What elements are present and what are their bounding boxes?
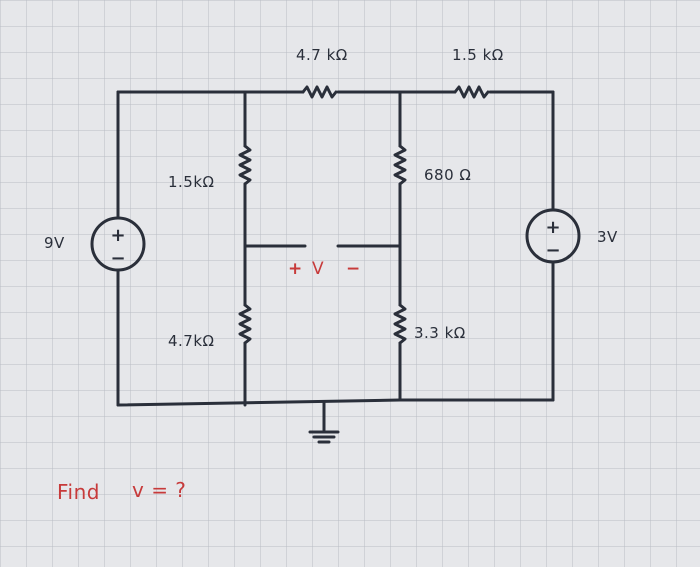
label-resistor-left-upper: 1.5kΩ <box>168 173 215 191</box>
label-resistor-left-lower: 4.7kΩ <box>168 332 215 350</box>
source-9v <box>90 216 146 272</box>
resistor-left-upper <box>238 144 252 186</box>
resistor-top-left <box>301 85 338 99</box>
source-3v <box>525 208 581 264</box>
label-resistor-right-lower: 3.3 kΩ <box>414 324 466 342</box>
question-expression: v = ? <box>132 478 187 502</box>
source-9v-minus: − <box>110 248 125 269</box>
question-find: Find <box>57 480 100 504</box>
resistor-right-upper <box>393 144 407 186</box>
label-resistor-top-right: 1.5 kΩ <box>452 46 504 64</box>
resistor-right-lower <box>393 303 407 345</box>
resistor-top-right <box>453 85 490 99</box>
ground-symbol <box>308 430 340 444</box>
v-symbol: V <box>312 259 325 279</box>
v-plus-sign: + <box>288 259 303 279</box>
resistor-left-lower <box>238 303 252 345</box>
source-9v-plus: + <box>110 225 125 246</box>
source-3v-plus: + <box>545 217 560 238</box>
source-3v-minus: − <box>545 240 560 261</box>
label-source-3v: 3V <box>597 228 618 246</box>
wire-bottom <box>116 398 555 407</box>
label-resistor-right-upper: 680 Ω <box>424 166 472 184</box>
label-source-9v: 9V <box>44 234 65 252</box>
label-resistor-top-left: 4.7 kΩ <box>296 46 348 64</box>
v-minus-sign: − <box>346 259 361 279</box>
